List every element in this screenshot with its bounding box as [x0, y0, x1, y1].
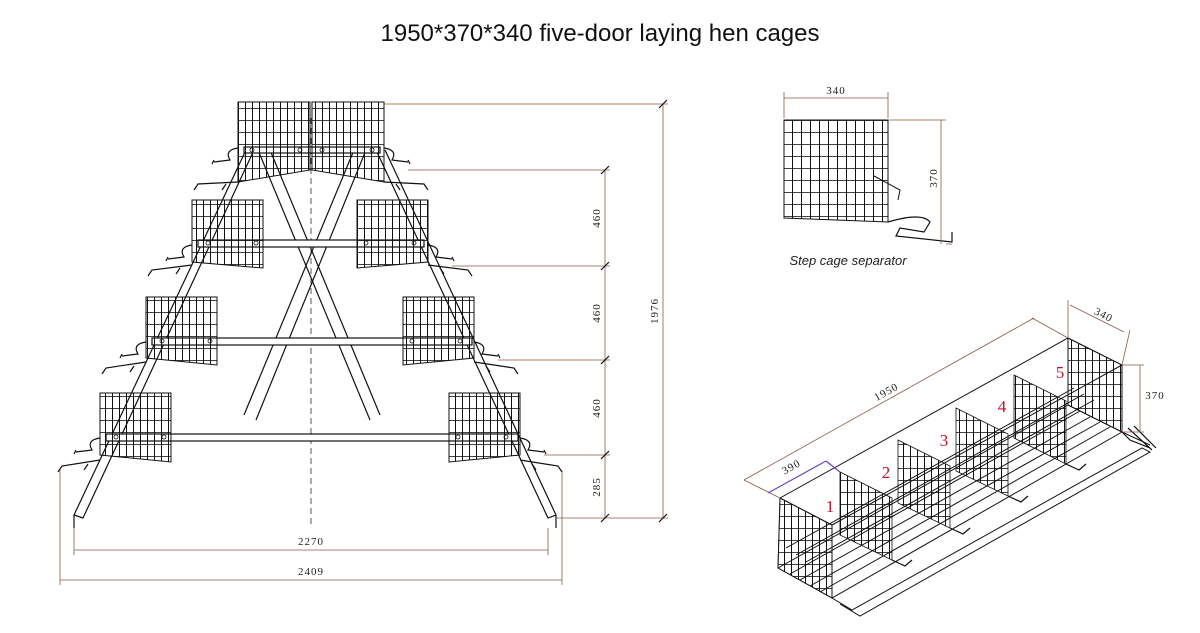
door-number-1: 1: [826, 497, 835, 516]
iso-dim-door: 390: [780, 457, 803, 477]
front-cages: [99, 101, 521, 463]
dim-bottom: 285: [591, 477, 603, 497]
separator-view: 340 370 Step cage separator: [783, 85, 953, 268]
door-number-3: 3: [940, 431, 949, 450]
front-view: 460 460 460 285 1976 2270 2409: [57, 99, 668, 585]
dim-outer-width: 2409: [298, 566, 324, 578]
front-dim-lines: [59, 103, 668, 585]
dim-total-height: 1976: [649, 298, 661, 324]
iso-dim-depth: 340: [1092, 306, 1115, 326]
door-number-5: 5: [1056, 363, 1065, 382]
iso-view: 1950 340 370 390 1 2 3 4 5: [743, 300, 1165, 617]
door-number-4: 4: [998, 397, 1007, 416]
dim-tier2: 460: [591, 303, 603, 323]
sep-dim-width: 340: [826, 85, 846, 97]
separator-caption: Step cage separator: [789, 253, 907, 268]
sep-dim-height: 370: [928, 168, 940, 188]
dim-inner-width: 2270: [298, 536, 324, 548]
door-number-2: 2: [882, 463, 891, 482]
iso-dim-height: 370: [1145, 390, 1165, 402]
dim-tier3: 460: [591, 398, 603, 418]
troughs: [57, 147, 563, 473]
diagram-title: 1950*370*340 five-door laying hen cages: [380, 20, 820, 47]
dim-tier1: 460: [591, 208, 603, 228]
front-dim-ticks: [600, 99, 668, 523]
